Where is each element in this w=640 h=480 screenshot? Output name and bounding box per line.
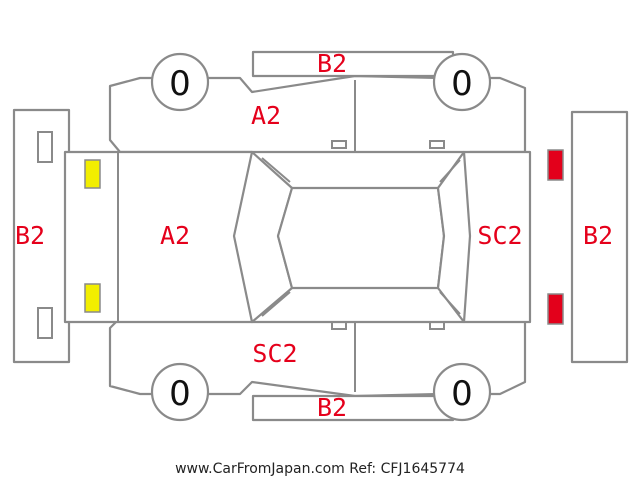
rear-light-top (547, 149, 564, 181)
tire-front-left: 0 (150, 52, 210, 112)
code-door-top: A2 (251, 101, 281, 130)
code-door-bottom: SC2 (252, 339, 297, 368)
front-light-top (84, 159, 101, 189)
code-front-bumper: B2 (15, 221, 45, 250)
footer-reference: www.CarFromJapan.com Ref: CFJ1645774 (175, 461, 465, 477)
rear-bumper (570, 110, 629, 364)
code-hood: A2 (160, 221, 190, 250)
tire-rear-right: 0 (432, 362, 492, 422)
tire-rear-left: 0 (432, 52, 492, 112)
cabin (232, 150, 472, 324)
top-door-handle-front (331, 140, 347, 149)
tire-front-left-value: 0 (169, 64, 191, 104)
top-door-handle-rear (429, 140, 445, 149)
roof-strip-top (251, 50, 455, 78)
code-tailgate: SC2 (477, 221, 522, 250)
tire-rear-right-value: 0 (451, 374, 473, 414)
tire-front-right: 0 (150, 362, 210, 422)
roof-strip-bottom (251, 394, 455, 422)
tire-rear-left-value: 0 (451, 64, 473, 104)
code-roof-bottom: B2 (317, 393, 347, 422)
rear-light-bottom (547, 293, 564, 325)
code-roof-top: B2 (317, 49, 347, 78)
code-rear-bumper: B2 (583, 221, 613, 250)
tire-front-right-value: 0 (169, 374, 191, 414)
front-bumper (12, 108, 71, 364)
front-light-bottom (84, 283, 101, 313)
